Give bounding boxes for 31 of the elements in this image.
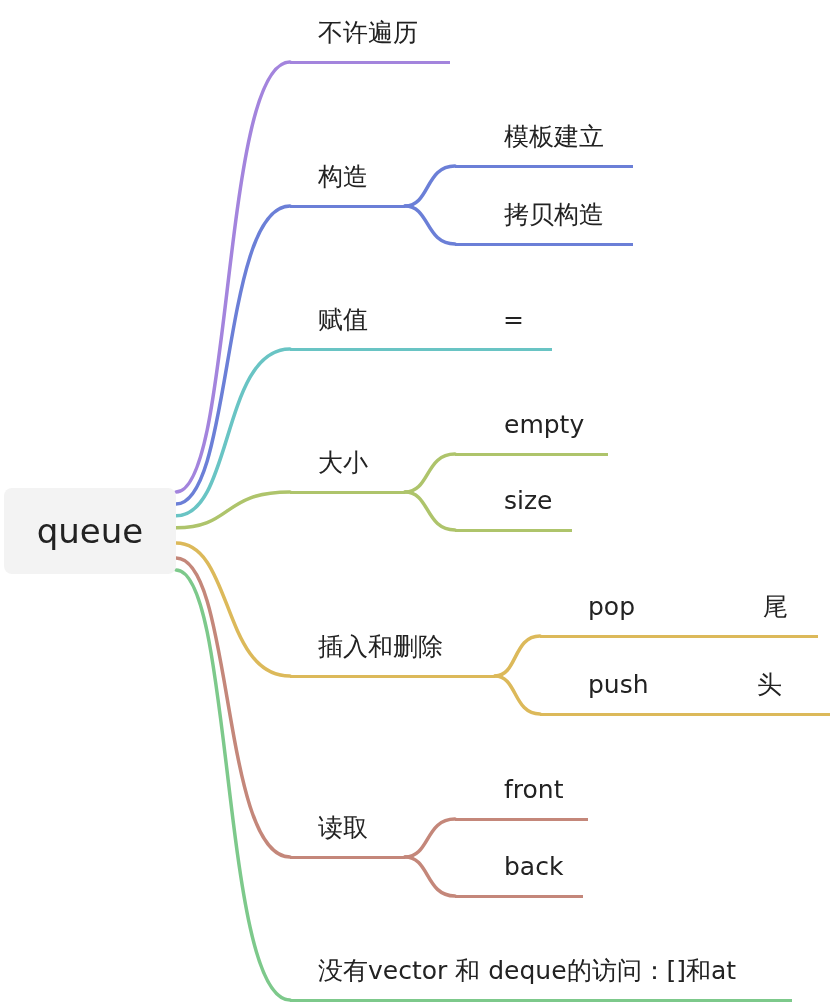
topic-text: 头 — [756, 669, 782, 701]
branch-line — [174, 60, 292, 494]
branch-line — [174, 541, 292, 678]
branch-line — [174, 347, 292, 518]
topic-text: back — [504, 851, 564, 883]
branch-line — [493, 674, 542, 716]
topic-text: size — [504, 485, 553, 517]
topic-text: push — [588, 669, 649, 701]
topic-text: = — [503, 304, 524, 336]
topic-text: 插入和删除 — [318, 631, 443, 663]
root-topic-box — [4, 488, 176, 574]
branch-line — [174, 204, 292, 506]
topic-text: 赋值 — [318, 304, 368, 336]
branch-line — [403, 204, 457, 246]
topic-text: empty — [504, 409, 585, 441]
branch-line — [174, 490, 292, 530]
topic-text: 模板建立 — [504, 121, 604, 153]
topic-text: front — [504, 774, 564, 806]
branch-line — [174, 568, 292, 1002]
topic-text: 不许遍历 — [318, 17, 418, 49]
topic-text: 构造 — [318, 161, 368, 193]
topic-text: queue — [36, 509, 144, 553]
topic-text: 尾 — [763, 591, 789, 623]
branch-line — [403, 855, 457, 898]
branch-line — [174, 556, 292, 859]
branch-line — [403, 490, 457, 532]
topic-text: 拷贝构造 — [504, 199, 604, 231]
topic-text: pop — [588, 591, 636, 623]
topic-text: 读取 — [318, 812, 368, 844]
topic-text: 没有vector 和 deque的访问：[]和at — [318, 955, 737, 987]
topic-text: 大小 — [318, 447, 368, 479]
